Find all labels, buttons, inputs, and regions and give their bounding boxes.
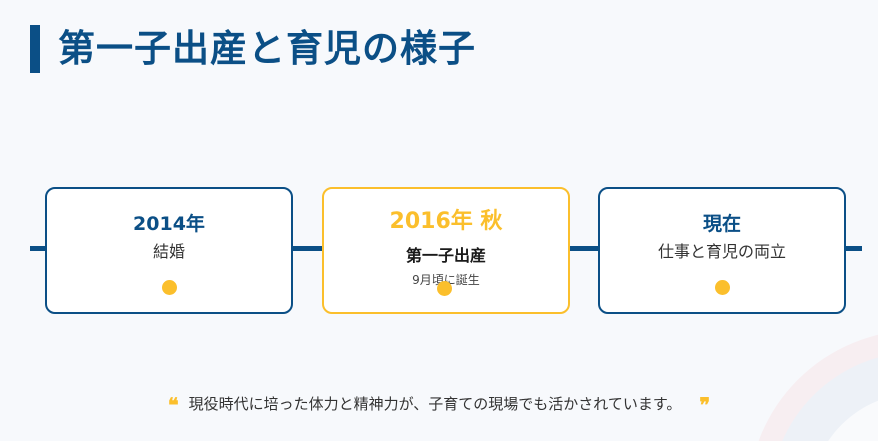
timeline-card-marriage: 2014年 結婚 xyxy=(45,187,293,314)
timeline-dot-icon xyxy=(162,280,177,295)
card-year: 2016年 秋 xyxy=(389,209,503,234)
page-title: 第一子出産と育児の様子 xyxy=(58,27,476,70)
timeline-card-present: 現在 仕事と育児の両立 xyxy=(598,187,846,314)
card-event: 仕事と育児の両立 xyxy=(657,242,786,261)
card-event: 結婚 xyxy=(152,242,185,261)
timeline-card-first-child: 2016年 秋 第一子出産 9月頃に誕生 xyxy=(322,187,570,314)
timeline-dot-icon xyxy=(437,281,452,296)
title-accent-bar xyxy=(30,25,40,73)
card-year: 2014年 xyxy=(133,213,205,235)
timeline-dot-icon xyxy=(715,280,730,295)
card-subtext: 9月頃に誕生 xyxy=(412,273,480,287)
card-event: 第一子出産 xyxy=(405,246,486,265)
quote-open-icon: ❝ xyxy=(167,393,179,417)
quote: ❝ 現役時代に培った体力と精神力が、子育ての現場でも活かされています。 ❞ xyxy=(0,392,878,417)
card-year: 現在 xyxy=(702,213,741,235)
quote-text: 現役時代に培った体力と精神力が、子育ての現場でも活かされています。 xyxy=(188,395,682,413)
quote-close-icon: ❞ xyxy=(699,393,711,417)
